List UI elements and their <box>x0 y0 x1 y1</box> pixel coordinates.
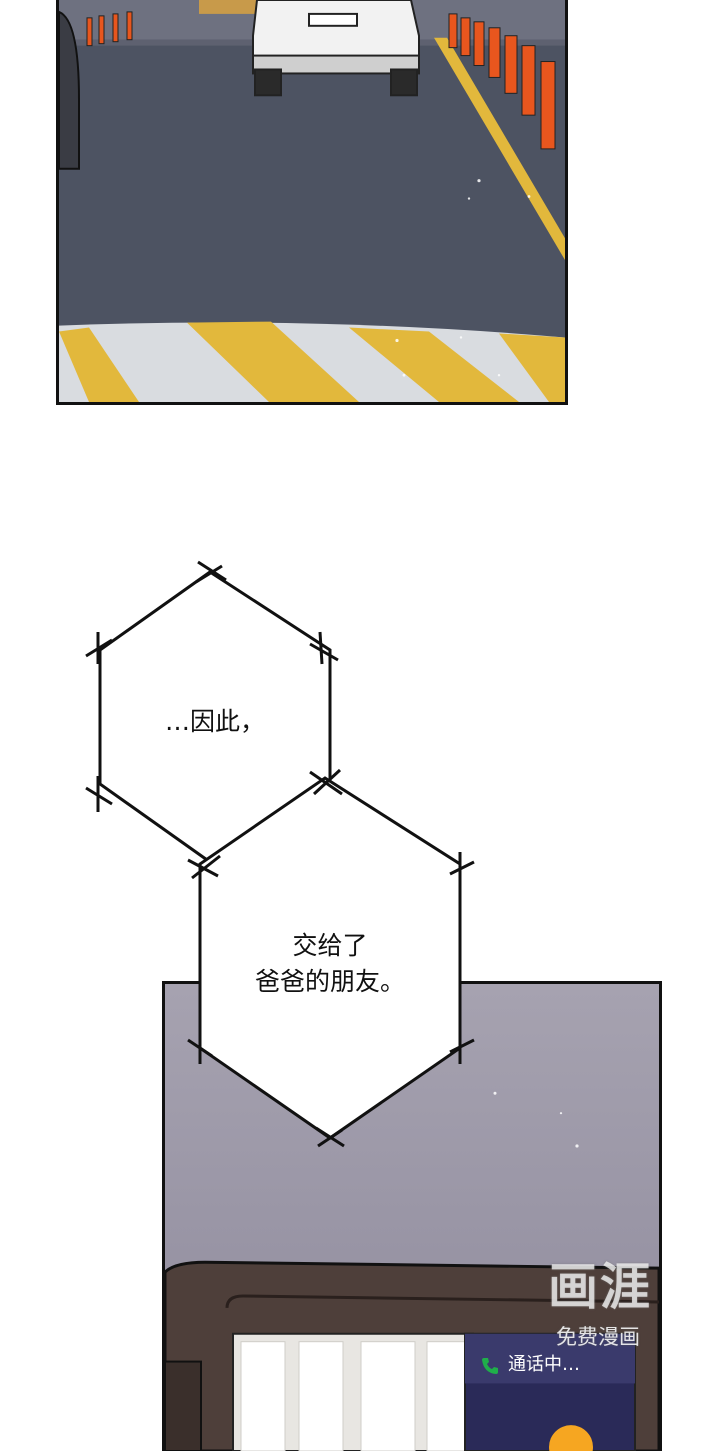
watermark-logo: 画涯 <box>548 1258 652 1316</box>
traffic-cones-left <box>86 11 133 47</box>
watermark-caption: 免费漫画 <box>556 1325 640 1349</box>
dialogue-line-1: …因此， <box>164 707 265 736</box>
dialogue-line-2b: 爸爸的朋友。 <box>254 967 405 996</box>
white-car <box>252 0 420 97</box>
parking-lot-illustration <box>59 0 565 402</box>
phone-icon <box>482 1358 498 1374</box>
traffic-cones-right <box>448 13 556 150</box>
dialogue-line-2a: 交给了 <box>292 931 368 960</box>
dialogue-line-2: 交给了 爸爸的朋友。 <box>225 928 435 1000</box>
top-panel-parking-lot <box>56 0 568 405</box>
call-status-text: 通话中… <box>508 1354 580 1375</box>
